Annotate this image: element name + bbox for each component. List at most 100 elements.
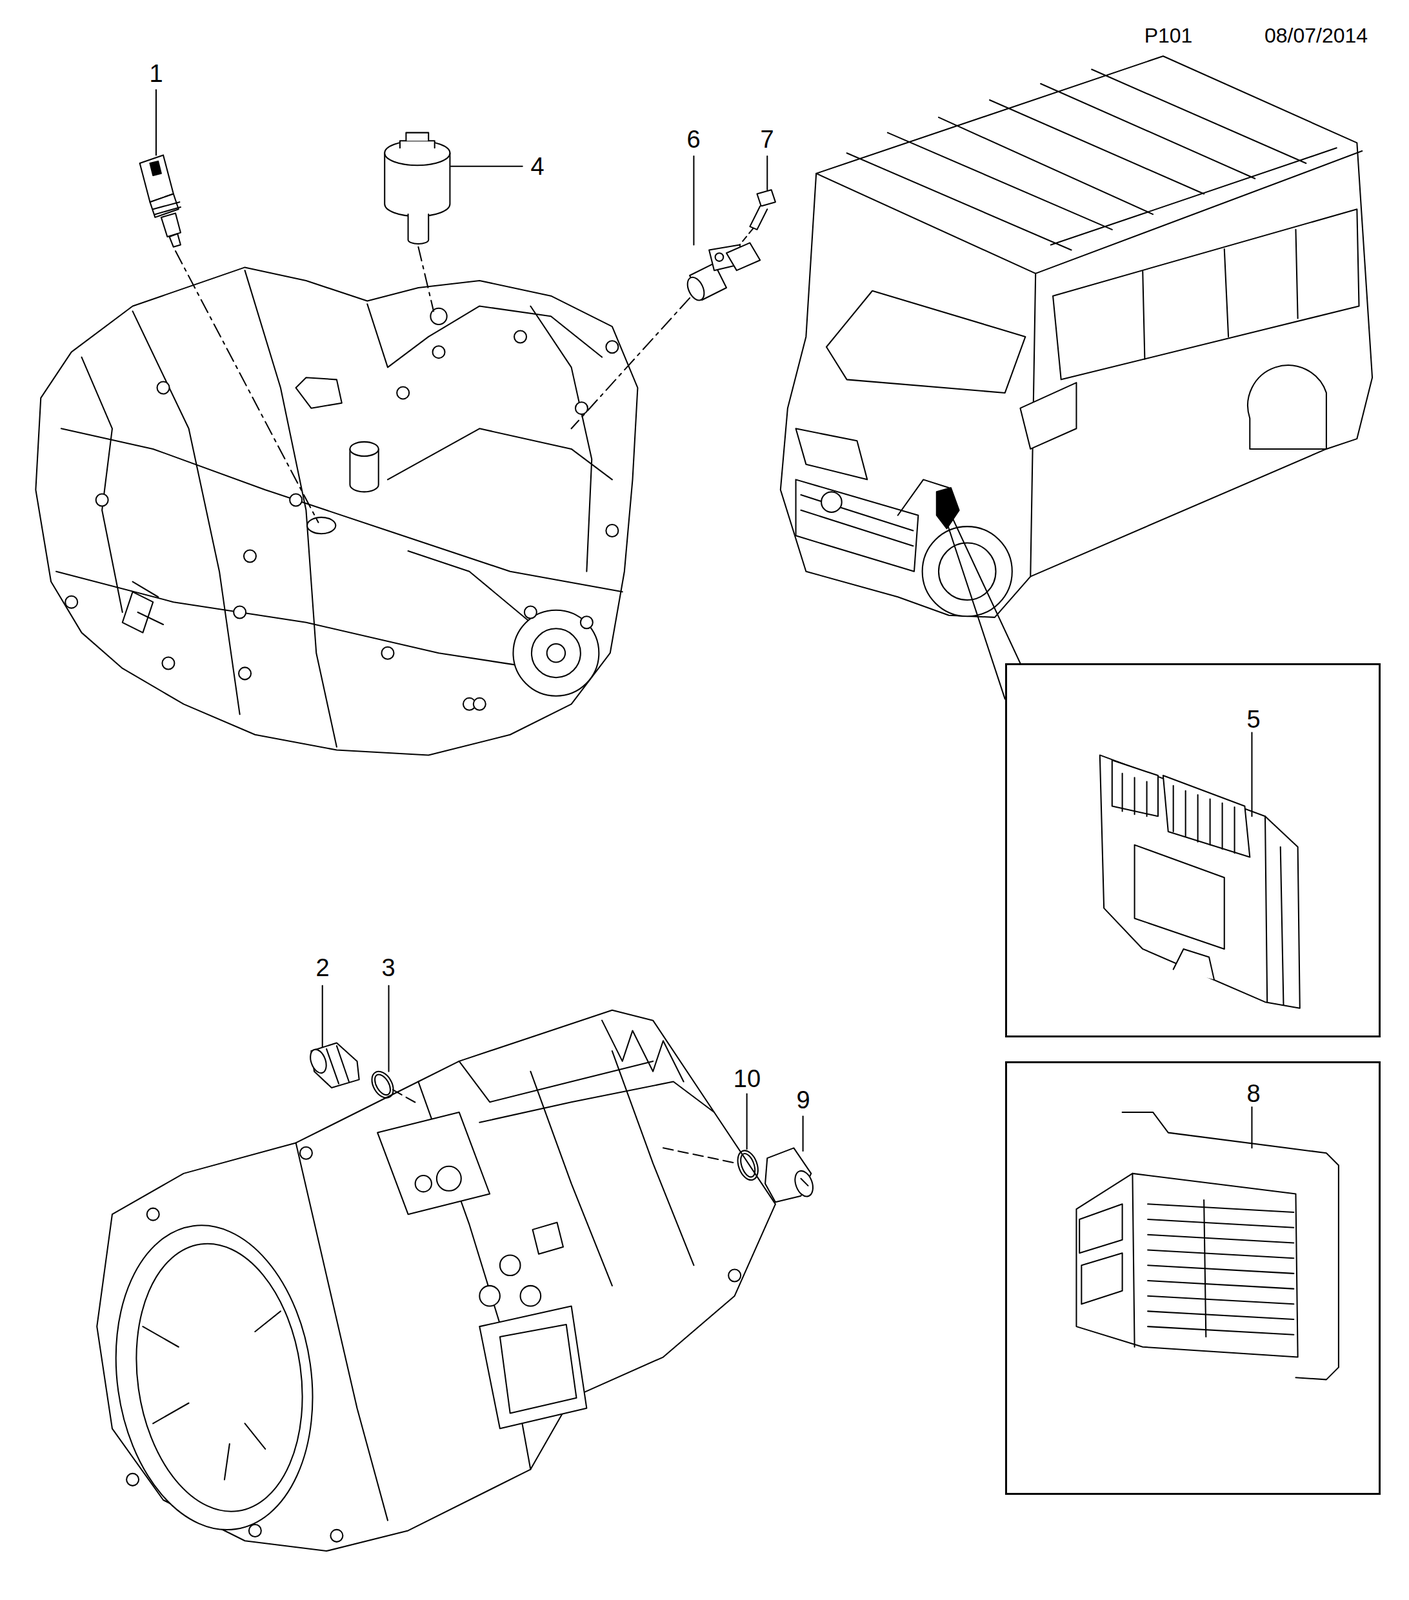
gearbox-bottom	[249, 1524, 262, 1537]
leader-line	[155, 89, 157, 155]
callout-number: 3	[381, 955, 395, 980]
gearbox-top	[35, 267, 638, 755]
plug-part	[791, 1168, 817, 1199]
speed-sensor-part	[684, 242, 761, 303]
control-module	[1163, 775, 1250, 858]
plug-part	[326, 1045, 350, 1084]
sensor-part	[399, 140, 435, 148]
control-module	[1079, 1203, 1122, 1253]
switch-part	[149, 161, 161, 176]
gearbox-top	[296, 377, 342, 408]
leader-line	[766, 156, 768, 190]
leader-line	[746, 1094, 748, 1150]
dashed-guide	[571, 298, 690, 429]
callout-number: 2	[315, 955, 330, 980]
van-illustration	[780, 56, 1373, 618]
gearbox-top	[524, 605, 537, 619]
leader-line	[1250, 1107, 1253, 1148]
gearbox-top	[432, 345, 446, 359]
gearbox-bottom	[436, 1166, 462, 1191]
seal-ring	[734, 1147, 762, 1183]
control-module	[1112, 759, 1159, 817]
speed-sensor-part	[684, 274, 708, 304]
page-date: 08/07/2014	[1264, 25, 1368, 46]
van-illustration	[821, 491, 842, 513]
leader-line	[692, 156, 695, 246]
gearbox-bottom	[532, 1222, 564, 1255]
van-illustration	[796, 479, 919, 571]
gearbox-top	[367, 303, 602, 368]
control-module	[1076, 1173, 1298, 1358]
gearbox-bottom	[601, 1020, 684, 1082]
control-module	[1099, 754, 1300, 1008]
leader-line	[949, 510, 1021, 664]
page-code: P101	[1144, 25, 1193, 46]
gearbox-bottom	[499, 1324, 577, 1414]
inset-box: 5	[1005, 663, 1381, 1038]
gearbox-top	[349, 441, 379, 457]
speed-sensor-part	[726, 242, 760, 271]
dashed-guide	[739, 228, 754, 245]
control-module	[1147, 1203, 1294, 1335]
gearbox-bottom	[330, 1529, 343, 1542]
gearbox-bottom	[728, 1269, 741, 1282]
gearbox-bottom	[459, 1061, 715, 1123]
control-module	[1122, 773, 1148, 817]
gearbox-top	[65, 596, 78, 609]
van-illustration	[1247, 365, 1327, 450]
callout-number: 6	[686, 127, 700, 152]
control-module	[1132, 1173, 1135, 1348]
sensor-part	[384, 140, 450, 166]
gearbox-top	[289, 494, 302, 507]
leader-line	[156, 89, 1252, 1151]
van-illustration	[780, 56, 1373, 618]
plug-part	[307, 1042, 360, 1088]
gearbox-bottom	[415, 1175, 432, 1192]
gearbox-top	[157, 381, 170, 395]
callout-number: 7	[759, 127, 774, 152]
seal-ring	[738, 1151, 759, 1179]
van-illustration	[796, 428, 868, 480]
inset-box: 8	[1005, 1061, 1381, 1495]
van-illustration	[922, 526, 1013, 617]
plug-part	[307, 1047, 330, 1075]
switch-part	[169, 233, 181, 248]
callout-number: 10	[733, 1066, 761, 1091]
seal-ring	[367, 1067, 399, 1102]
van-illustration	[1019, 382, 1077, 450]
control-module	[1081, 1252, 1122, 1304]
gearbox-top	[161, 657, 175, 670]
van-illustration	[826, 290, 1026, 393]
callout-number: 1	[149, 61, 163, 86]
sensor-part	[384, 132, 450, 244]
gearbox-top	[408, 550, 531, 623]
gearbox-top	[473, 698, 486, 711]
switch-part	[139, 154, 181, 247]
control-module	[1173, 785, 1235, 853]
van-illustration	[1142, 229, 1298, 360]
gearbox-bottom	[119, 1232, 320, 1523]
bolt-part	[756, 189, 775, 206]
gearbox-bottom	[479, 1285, 500, 1307]
leader-line	[1250, 732, 1253, 817]
gearbox-top	[132, 310, 240, 715]
bolt-part	[749, 205, 768, 230]
leader-line	[802, 1116, 804, 1151]
gearbox-bottom	[147, 1208, 160, 1221]
bolt-part	[749, 189, 776, 230]
dashed-guide	[418, 247, 434, 312]
gearbox-bottom	[126, 1473, 139, 1486]
dashed-guide	[175, 250, 319, 523]
gearbox-top	[530, 305, 592, 571]
van-illustration	[1052, 209, 1359, 380]
callout-number: 4	[530, 154, 544, 179]
gearbox-bottom	[499, 1254, 521, 1276]
sensor-part	[405, 132, 429, 142]
gearbox-bottom	[520, 1285, 542, 1307]
gearbox-top	[575, 401, 588, 415]
gearbox-top	[81, 357, 123, 613]
gearbox-top	[514, 330, 527, 343]
gearbox-bottom	[96, 1010, 776, 1551]
plug-part	[765, 1147, 817, 1202]
callout-number: 5	[1246, 707, 1260, 732]
